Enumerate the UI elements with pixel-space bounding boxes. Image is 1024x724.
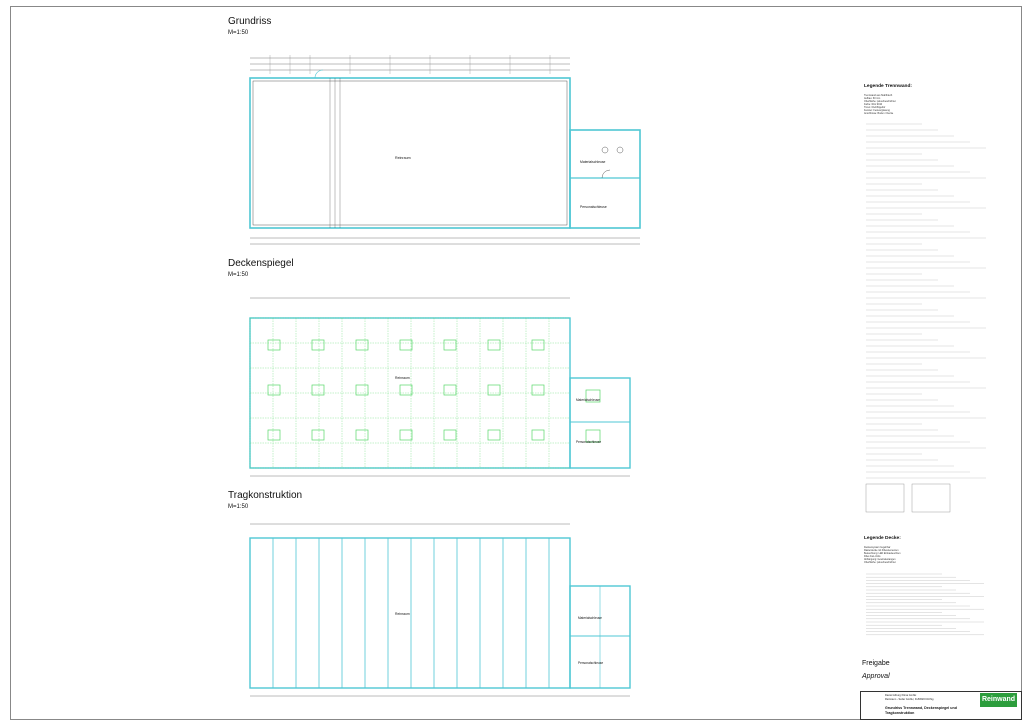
trag-personalschleuse-label: Personalschleuse [578,661,604,665]
client-line-2: Reinraum - Seiler GmbH, D-83620 Ditzhig [885,698,934,701]
legend-wand-title: Legende Trennwand: [864,84,912,89]
tragkonstruktion-scale: M=1:50 [228,504,249,510]
decke-materialschleuse-label: Materialschleuse [576,398,600,402]
tragkonstruktion-title: Tragkonstruktion [228,490,303,501]
drawing-title-2: Tragkonstruktion [885,711,915,715]
legend-panel: Legende Trennwand: Trennwand aus Stahlbl… [862,84,1012,644]
decke-reinraum-label: Reinraum [395,376,410,380]
freigabe-label: Freigabe [862,660,890,667]
grundriss-personalschleuse-label: Personalschleuse [580,205,607,209]
approval-box: Freigabe Approval [862,660,920,694]
sheet-frame [10,6,1022,720]
drawing-title-1: Grundriss Trennwand, Deckenspiegel und [885,706,957,710]
tragkonstruktion-plan: Reinraum Materialschleuse Personalschleu… [230,516,670,706]
legend-decke-text: Deckensystem begehbar Rasterdecke mit Fi… [864,546,901,564]
grundriss-plan: Reinraum Materialschleuse Personalschleu… [230,50,670,250]
trag-materialschleuse-label: Materialschleuse [578,616,602,620]
brand-logo: Reinwand [980,693,1017,707]
title-block: Daniel Lilburg Klima GmbH Reinraum - Sei… [860,691,1022,720]
trag-reinraum-label: Reinraum [395,612,410,616]
legend-wand-text: Trennwand aus Stahlblech Aufbau: 60 mm O… [864,94,896,115]
grundriss-title: Grundriss [228,16,272,27]
approval-label: Approval [862,673,890,680]
grundriss-materialschleuse-label: Materialschleuse [580,160,606,164]
legend-decke-title: Legende Decke: [864,536,901,541]
deckenspiegel-plan: Reinraum Materialschleuse Personalschleu… [230,290,670,486]
grundriss-scale: M=1:50 [228,30,249,36]
deckenspiegel-title: Deckenspiegel [228,258,294,269]
grundriss-reinraum-label: Reinraum [395,156,411,160]
client-line-1: Daniel Lilburg Klima GmbH [885,694,917,697]
deckenspiegel-scale: M=1:50 [228,272,249,278]
decke-personalschleuse-label: Personalschleuse [576,440,602,444]
